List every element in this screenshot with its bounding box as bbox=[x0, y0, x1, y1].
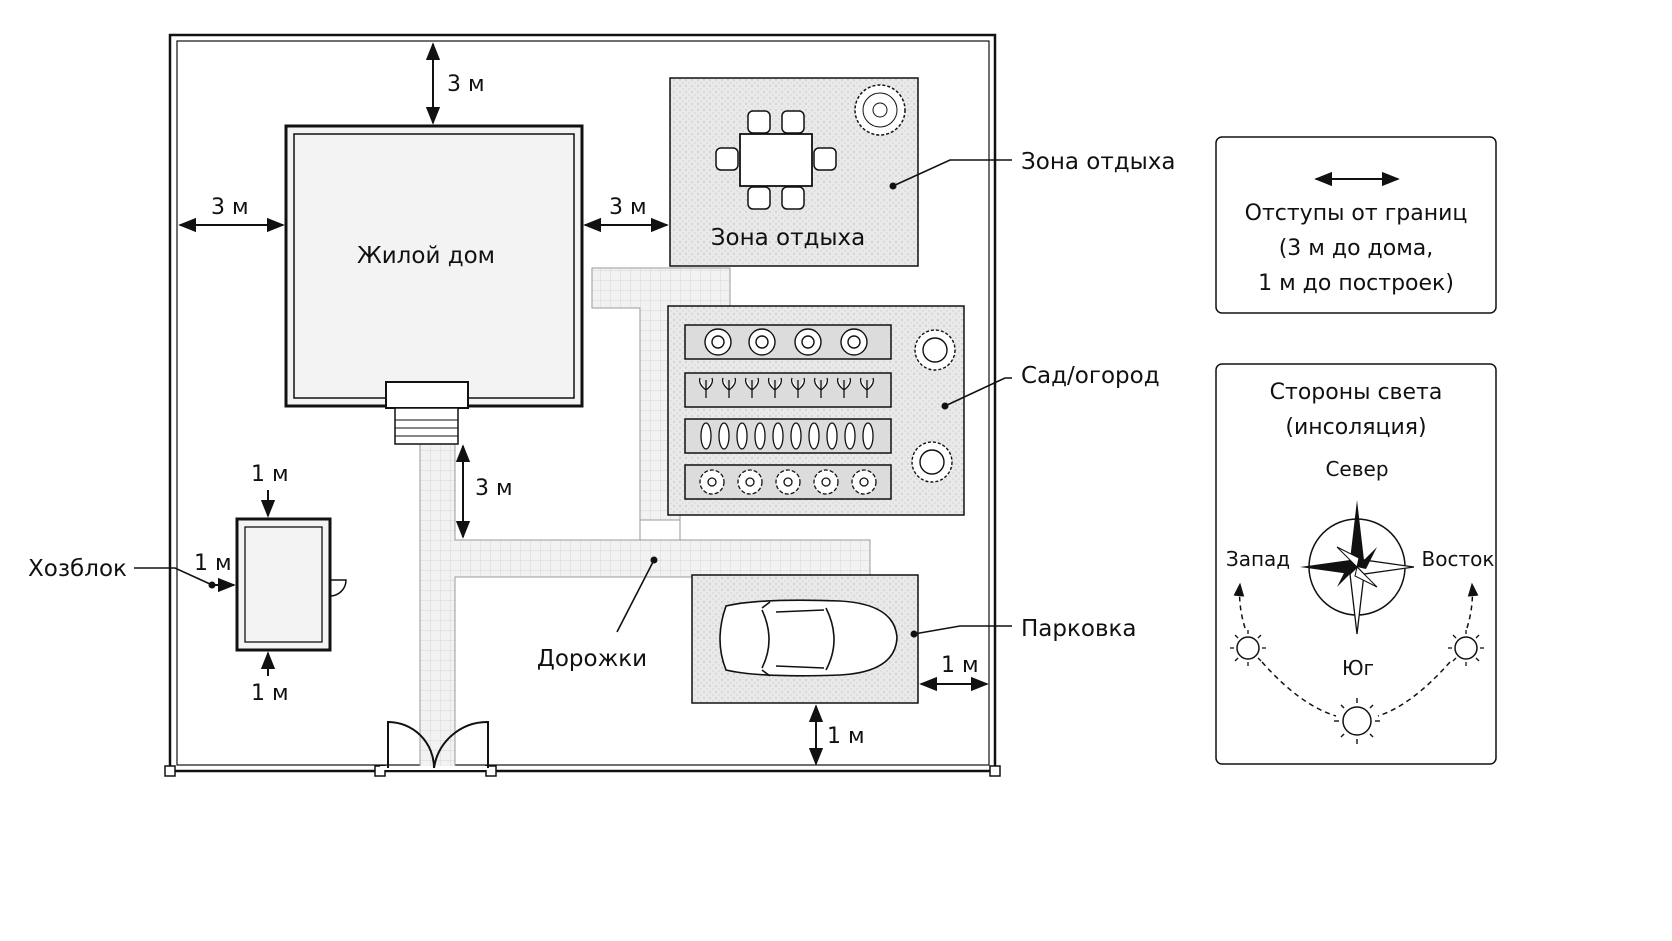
paths bbox=[410, 267, 871, 769]
shed bbox=[235, 517, 347, 652]
dim-house-garden: 3 м bbox=[475, 476, 513, 501]
tree-icon bbox=[854, 84, 906, 136]
callout-shed: Хозблок bbox=[28, 556, 127, 582]
dim-shed-bottom: 1 м bbox=[251, 681, 289, 706]
compass-west: Запад bbox=[1226, 547, 1290, 571]
legend-setbacks-line3: 1 м до построек) bbox=[1258, 271, 1454, 296]
callout-parking: Парковка bbox=[1021, 616, 1137, 642]
legend-setbacks-line2: (3 м до дома, bbox=[1279, 236, 1434, 261]
dim-parking-bottom: 1 м bbox=[827, 724, 865, 749]
sun-path-arrows bbox=[1233, 582, 1479, 717]
compass-title-line2: (инсоляция) bbox=[1285, 415, 1426, 440]
entrance-gate bbox=[380, 720, 489, 770]
compass-rose-icon bbox=[1300, 500, 1415, 635]
garden bbox=[667, 305, 965, 516]
house-porch bbox=[385, 381, 469, 445]
car-icon bbox=[719, 599, 898, 677]
dim-shed-left: 1 м bbox=[194, 551, 232, 576]
dimension-arrows bbox=[178, 42, 989, 766]
leaf-icon bbox=[700, 422, 874, 450]
leader-dots bbox=[208, 182, 949, 638]
dim-parking-right: 1 м bbox=[941, 653, 979, 678]
flower-icon bbox=[699, 469, 877, 495]
compass-north: Север bbox=[1325, 457, 1388, 481]
seedling-icon bbox=[698, 377, 875, 398]
sun-icon bbox=[1230, 630, 1484, 744]
callout-rest-zone: Зона отдыха bbox=[1021, 149, 1176, 175]
cabbage-icon bbox=[704, 328, 868, 356]
house-label: Жилой дом bbox=[357, 243, 495, 269]
leader-lines bbox=[134, 159, 1012, 635]
compass-east: Восток bbox=[1422, 547, 1495, 571]
rest-zone-label: Зона отдыха bbox=[711, 225, 866, 251]
dim-house-left: 3 м bbox=[211, 195, 249, 220]
bush-icon bbox=[911, 329, 956, 483]
legend-setbacks bbox=[1215, 136, 1497, 314]
callout-garden: Сад/огород bbox=[1021, 363, 1160, 389]
compass-south: Юг bbox=[1342, 656, 1374, 680]
dim-shed-top: 1 м bbox=[251, 462, 289, 487]
dim-house-right: 3 м bbox=[609, 195, 647, 220]
callout-paths: Дорожки bbox=[537, 646, 647, 672]
dim-house-top: 3 м bbox=[447, 72, 485, 97]
compass-title-line1: Стороны света bbox=[1270, 380, 1443, 405]
legend-setbacks-line1: Отступы от границ bbox=[1245, 201, 1468, 226]
